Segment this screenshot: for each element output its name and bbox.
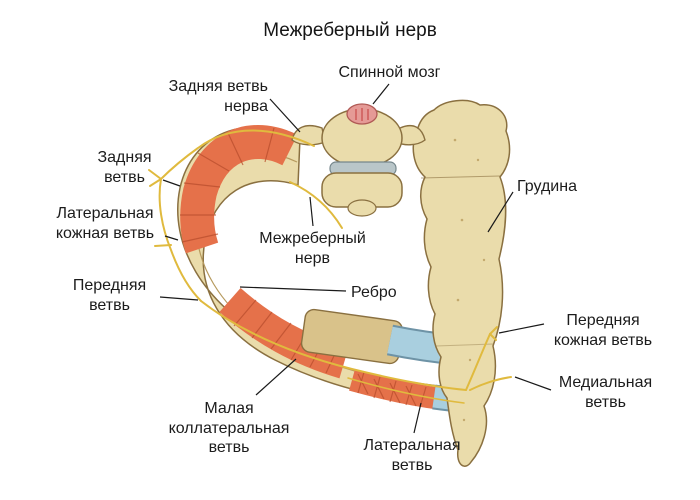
vertebra-spinous-lower xyxy=(347,199,377,217)
anterior-cutaneous-nerve-path xyxy=(465,333,491,391)
leader-posterior-nerve-branch xyxy=(269,98,301,133)
lateral-cutaneous-nerve-fork xyxy=(154,244,172,247)
sternum-bone xyxy=(412,99,511,467)
label-lateral-cutaneous-branch: Латеральная кожная ветвь xyxy=(55,205,155,242)
leader-lateral-cutaneous xyxy=(164,235,179,241)
medial-nerve-path xyxy=(469,376,512,391)
label-posterior-branch: Задняя ветвь xyxy=(97,149,152,186)
lateral-descending-nerve-path xyxy=(158,178,202,302)
leader-lateral-branch xyxy=(413,402,422,434)
label-small-collateral-branch: Малая коллатеральная ветвь xyxy=(168,400,290,457)
anterior-cutaneous-fork-1 xyxy=(489,326,498,335)
label-rib: Ребро xyxy=(351,284,397,301)
vertebra xyxy=(291,103,426,217)
sternum-junction-line-2 xyxy=(435,343,494,347)
leader-spinal-cord xyxy=(372,83,390,105)
label-spinal-cord: Спинной мозг xyxy=(338,64,441,81)
sternum-junction-line xyxy=(420,175,501,179)
posterior-nerve-fork-1 xyxy=(148,169,162,180)
leader-posterior-branch xyxy=(162,179,181,187)
label-anterior-cutaneous-branch: Передняя кожная ветвь xyxy=(553,312,653,349)
leader-medial-branch xyxy=(514,376,552,391)
intercostal-nerve-main-path xyxy=(200,300,467,391)
intercostal-nerve-upper-path xyxy=(289,181,343,229)
label-lateral-branch: Латеральная ветвь xyxy=(363,437,461,474)
nerves xyxy=(148,129,512,404)
collateral-nerve-path xyxy=(347,377,465,404)
leader-anterior-cutaneous xyxy=(498,323,545,334)
leader-sternum xyxy=(487,191,514,233)
label-posterior-nerve-branch: Задняя ветвь нерва xyxy=(168,78,268,115)
leader-anterior-branch xyxy=(159,296,199,301)
sternum-outline xyxy=(412,99,511,467)
diagram-title: Межреберный нерв xyxy=(263,20,437,41)
intercostal-muscle-lower xyxy=(219,287,349,379)
intercostal-muscle-upper xyxy=(180,125,298,254)
anterior-cutaneous-fork-2 xyxy=(489,333,497,341)
leader-small-collateral xyxy=(255,358,297,396)
label-intercostal-nerve: Межреберный нерв xyxy=(259,230,366,267)
leader-lines xyxy=(159,83,552,434)
posterior-nerve-fork-2 xyxy=(149,178,162,187)
posterior-nerve-path xyxy=(160,129,315,180)
leader-rib xyxy=(239,286,347,292)
spinal-cord-stripes xyxy=(355,108,369,121)
label-anterior-branch: Передняя ветвь xyxy=(72,277,147,314)
sternum-speckles xyxy=(453,138,486,422)
leader-intercostal-nerve xyxy=(309,196,314,227)
label-sternum: Грудина xyxy=(517,178,577,195)
label-medial-branch: Медиальная ветвь xyxy=(558,374,653,411)
